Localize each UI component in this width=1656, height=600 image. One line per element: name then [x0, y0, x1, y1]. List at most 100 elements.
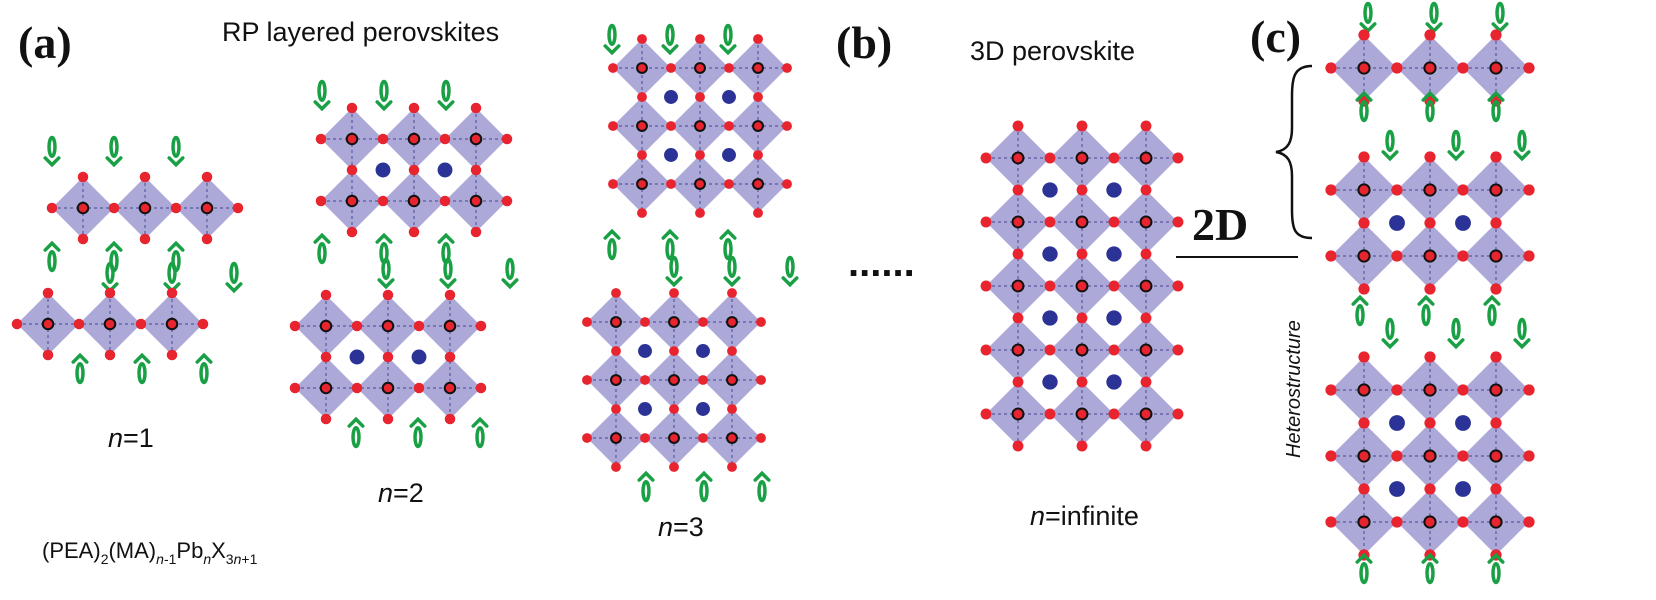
halide-atom [1140, 120, 1152, 132]
halide-atom [197, 318, 209, 330]
spacer-cation [137, 362, 147, 385]
metal-center [1423, 61, 1437, 75]
halide-atom [166, 349, 178, 361]
spacer-cation-head [43, 156, 61, 168]
spacer-cation-head [1351, 294, 1369, 306]
halide-atom [1012, 312, 1024, 324]
halide-atom [1424, 483, 1436, 495]
spacer-cation [199, 362, 209, 385]
spacer-cation [665, 238, 675, 261]
metal-center [1139, 343, 1153, 357]
spacer-cation-head [719, 44, 737, 56]
halide-atom [170, 202, 182, 214]
spacer-cation [1451, 317, 1461, 340]
halide-atom [346, 164, 358, 176]
a-site-cation [1042, 310, 1058, 326]
halide-atom [724, 63, 734, 73]
spacer-cation [665, 23, 675, 47]
spacer-cation [1355, 304, 1365, 327]
halide-atom [980, 152, 992, 164]
metal-center [1423, 249, 1437, 263]
a-site-cation [437, 162, 453, 178]
halide-atom [1391, 516, 1403, 528]
halide-atom [608, 121, 618, 131]
halide-atom [377, 133, 389, 145]
halide-atom [611, 288, 621, 298]
spacer-cation [379, 79, 389, 103]
metal-center [668, 316, 680, 328]
spacer-cation-head [43, 240, 61, 252]
halide-atom [320, 289, 332, 301]
halide-atom [444, 289, 456, 301]
spacer-cation [443, 257, 453, 280]
halide-atom [1490, 151, 1502, 163]
spacer-cation [229, 261, 239, 284]
spacer-cation [105, 261, 115, 284]
halide-atom [1140, 248, 1152, 260]
spacer-cation-head [781, 276, 799, 288]
spacer-cation-head [1491, 22, 1509, 34]
label-n2: n=2 [378, 478, 424, 508]
halide-atom [42, 287, 54, 299]
spacer-cation-head [313, 232, 331, 244]
halide-atom [695, 150, 705, 160]
a-site-cation [638, 402, 652, 416]
spacer-cation [785, 255, 795, 278]
structure-n3 [582, 23, 799, 503]
halide-atom [1325, 250, 1337, 262]
metal-center [1011, 279, 1025, 293]
halide-atom [408, 164, 420, 176]
metal-center [381, 381, 395, 395]
halide-atom [695, 34, 705, 44]
structure-n-infinite [980, 120, 1184, 452]
spacer-cation-head [1359, 22, 1377, 34]
metal-center [1011, 407, 1025, 421]
structure-n2 [289, 79, 519, 449]
a-site-cation [1106, 246, 1122, 262]
spacer-cation-head [1421, 90, 1439, 102]
a-site-cation [1455, 215, 1471, 231]
halide-atom [1140, 184, 1152, 196]
halide-atom [1325, 384, 1337, 396]
panel-label-a: (a) [18, 17, 72, 68]
spacer-cation-head [1487, 552, 1505, 564]
halide-atom [724, 121, 734, 131]
spacer-cation [1425, 100, 1435, 123]
spacer-cation [1359, 562, 1369, 585]
halide-atom [135, 318, 147, 330]
halide-atom [611, 346, 621, 356]
halide-atom [413, 320, 425, 332]
spacer-cation [669, 255, 679, 278]
halide-atom [695, 208, 705, 218]
metal-center [610, 316, 622, 328]
spacer-cation [1451, 129, 1461, 152]
halide-atom [637, 208, 647, 218]
metal-center [1357, 515, 1371, 529]
halide-atom [408, 226, 420, 238]
a-site-cation [1042, 246, 1058, 262]
metal-center [1423, 183, 1437, 197]
halide-atom [582, 317, 592, 327]
metal-center [1075, 151, 1089, 165]
halide-atom [611, 404, 621, 414]
spacer-cation [723, 23, 733, 47]
spacer-cation-head [167, 240, 185, 252]
halide-atom [77, 233, 89, 245]
label-n-infinite: n=infinite [1030, 501, 1139, 531]
metal-center [1011, 215, 1025, 229]
halide-atom [1490, 351, 1502, 363]
halide-atom [727, 404, 737, 414]
spacer-cation [75, 362, 85, 385]
halide-atom [320, 351, 332, 363]
halide-atom [1172, 344, 1184, 356]
spacer-cation [727, 255, 737, 278]
halide-atom [408, 102, 420, 114]
halide-atom [1076, 312, 1088, 324]
halide-atom [1044, 152, 1056, 164]
metal-center [345, 194, 359, 208]
spacer-cation-head [437, 100, 455, 112]
spacer-cation-head [1381, 338, 1399, 350]
halide-atom [698, 375, 708, 385]
metal-center [200, 201, 214, 215]
halide-atom [1457, 62, 1469, 74]
